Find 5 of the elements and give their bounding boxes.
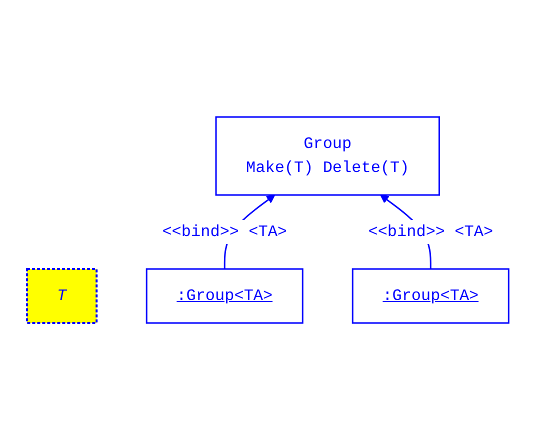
node-box: :Group<TA> [146,268,304,324]
node-box: Group Make(T) Delete(T) [214,116,440,196]
node-box: :Group<TA> [352,268,510,324]
edge-label: <<bind>> <TA> [162,222,287,240]
edge-label: <<bind>> <TA> [368,222,493,240]
